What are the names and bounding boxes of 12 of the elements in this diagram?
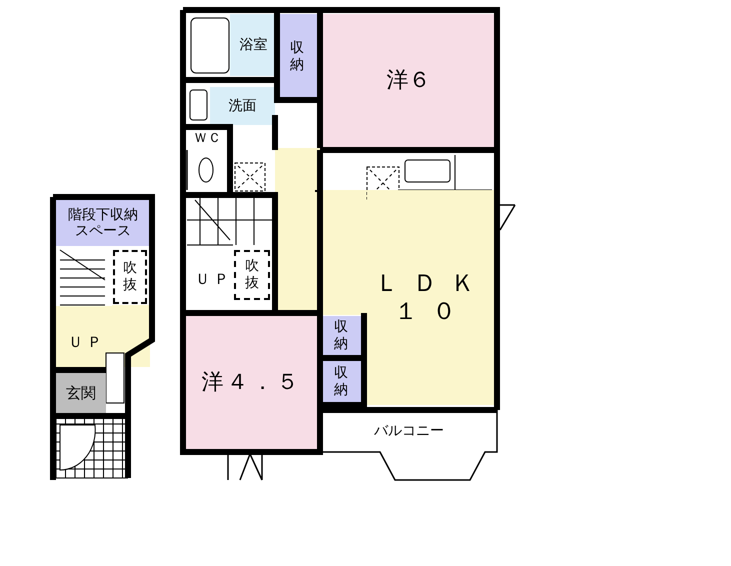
washroom: 洗面 [210,87,275,125]
stair-label: ＵＰ [68,333,106,352]
bathroom: 浴室 [230,14,277,76]
bedroom: 洋４．５ [183,315,320,451]
entrance-hall: 玄関 [56,372,106,416]
void-area: 吹抜 [113,250,147,304]
bedroom: 洋６ [320,14,497,148]
stair-label: ＵＰ [195,270,233,289]
storage-room: 階段下収納スペース [56,200,150,246]
toilet: ＷＣ [187,128,229,150]
living-room: ＬＤＫ １０ [367,190,497,405]
void-area: 吹抜 [234,250,270,300]
